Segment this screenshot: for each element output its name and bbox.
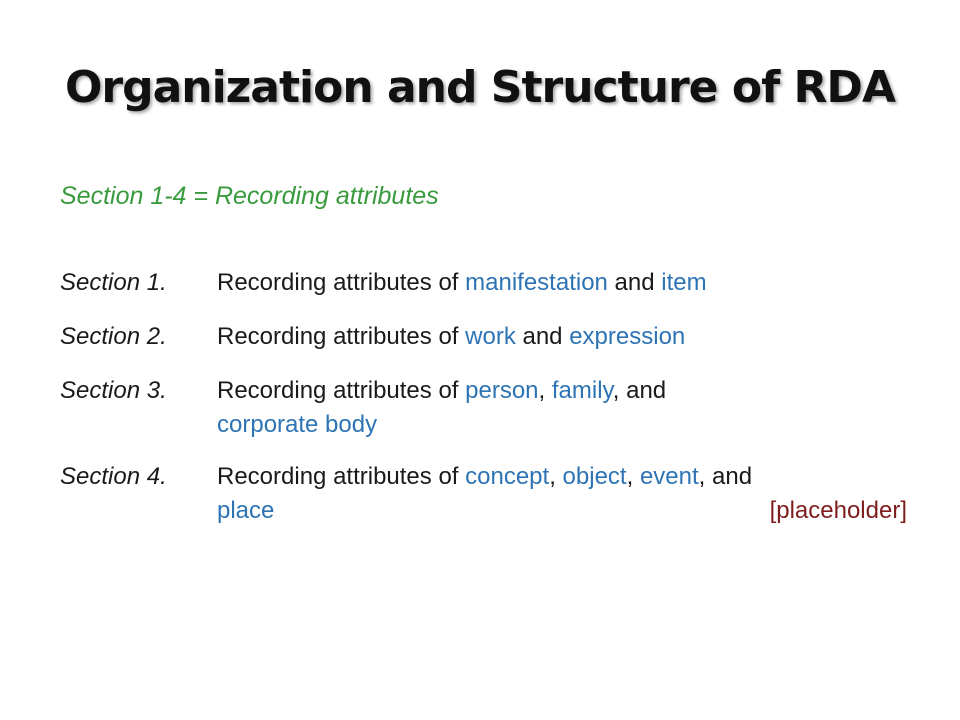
entity-term: concept [465,463,550,490]
entity-term: corporate body [217,411,378,438]
entity-term: place [217,497,275,524]
entity-term: event [639,463,699,490]
entity-term: object [562,463,627,490]
section-description: Recording attributes of work and express… [217,320,907,354]
description-text: Recording attributes of [217,323,466,350]
slide-subtitle: Section 1-4 = Recording attributes [60,182,439,210]
separator-text: , [549,463,563,490]
description-text: Recording attributes of [217,269,466,296]
slide-title: Organization and Structure of RDA [64,62,896,113]
separator-text: , and [612,377,667,404]
section-label: Section 1. [60,269,167,296]
section-description: Recording attributes of person, family, … [217,374,907,442]
section-label: Section 2. [60,323,167,350]
entity-term: work [465,323,516,350]
placeholder-note: [placeholder] [769,497,907,524]
description-text: Recording attributes of [217,463,466,490]
description-text: Recording attributes of [217,377,466,404]
separator-text: , [626,463,640,490]
section-description: Recording attributes of concept, object,… [217,460,907,528]
entity-term: family [551,377,613,404]
section-label: Section 3. [60,377,167,404]
entity-term: manifestation [465,269,608,296]
separator-text: , [538,377,552,404]
section-description: Recording attributes of manifestation an… [217,266,907,300]
entity-term: item [661,269,707,296]
separator-text: , and [698,463,753,490]
entity-term: person [465,377,539,404]
conjunction-text: and [515,323,570,350]
section-label: Section 4. [60,463,167,490]
conjunction-text: and [607,269,662,296]
entity-term: expression [569,323,686,350]
